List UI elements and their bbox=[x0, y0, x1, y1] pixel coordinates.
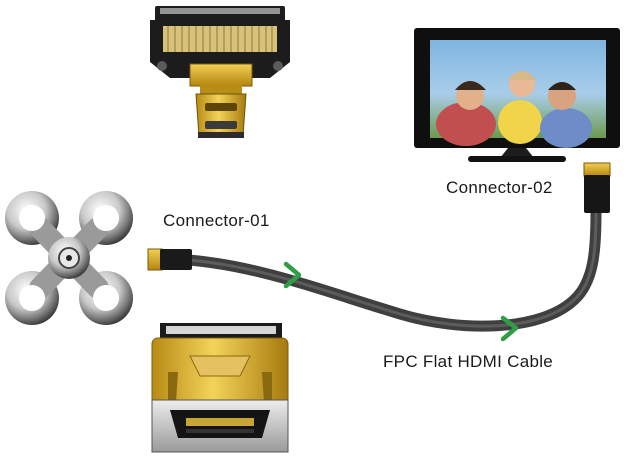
cable-plug-right bbox=[583, 162, 611, 213]
cable-plug-left bbox=[147, 248, 192, 271]
hdmi-female-adapter-icon bbox=[151, 323, 289, 453]
connector-02-label: Connector-02 bbox=[446, 178, 553, 197]
micro-hdmi-adapter-icon bbox=[150, 6, 290, 138]
arrow-right-icon bbox=[283, 261, 302, 289]
television-icon bbox=[414, 28, 620, 162]
cable-label: FPC Flat HDMI Cable bbox=[383, 352, 554, 371]
connector-01-label: Connector-01 bbox=[163, 211, 270, 230]
quadcopter-icon bbox=[5, 191, 133, 325]
arrow-right-icon bbox=[500, 315, 519, 342]
